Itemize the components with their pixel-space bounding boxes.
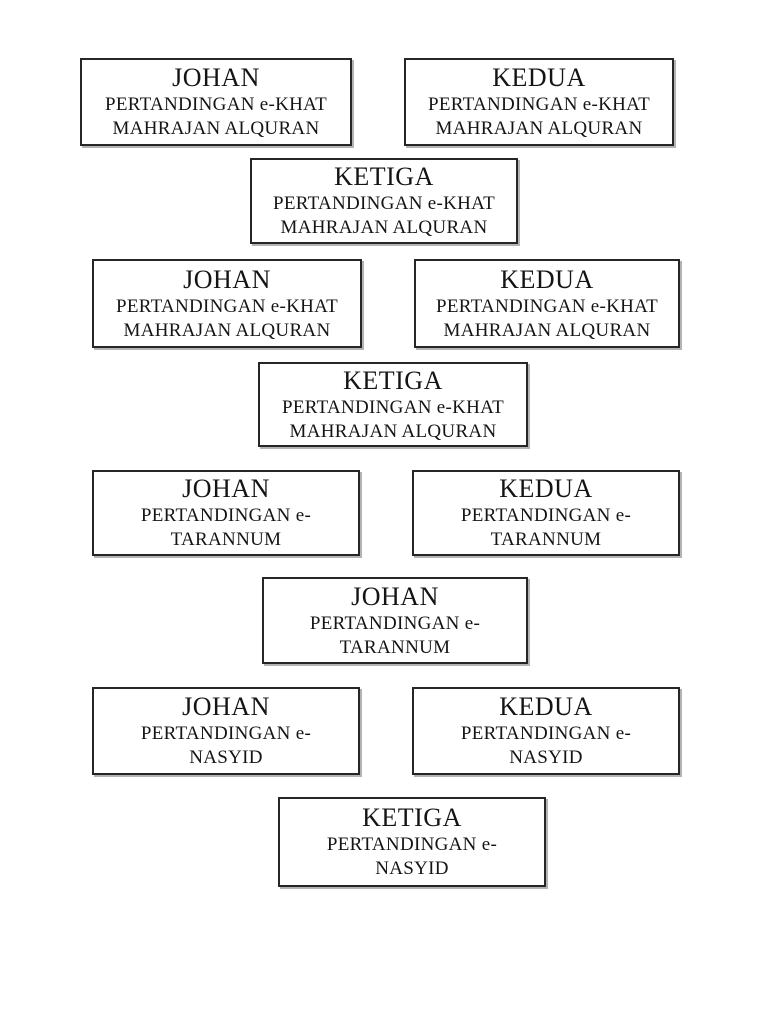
- award-rank-title: JOHAN: [351, 581, 439, 611]
- award-rank-title: KETIGA: [334, 162, 434, 191]
- award-competition-line: MAHRAJAN ALQURAN: [435, 118, 643, 139]
- award-competition-line: MAHRAJAN ALQURAN: [443, 319, 651, 341]
- award-competition-line: PERTANDINGAN e-KHAT: [104, 94, 328, 115]
- award-competition-line: PERTANDINGAN e-: [326, 834, 498, 855]
- award-competition-line: PERTANDINGAN e-KHAT: [427, 94, 651, 115]
- award-rank-title: KETIGA: [343, 365, 443, 395]
- award-rank-title: KEDUA: [499, 474, 593, 503]
- award-competition-line: MAHRAJAN ALQURAN: [123, 319, 331, 341]
- award-competition-line: PERTANDINGAN e-: [309, 612, 481, 634]
- award-competition-line: PERTANDINGAN e-: [460, 505, 632, 526]
- award-rank-title: JOHAN: [182, 474, 270, 503]
- award-competition-line: PERTANDINGAN e-: [460, 723, 632, 744]
- award-rank-title: JOHAN: [182, 692, 270, 721]
- award-competition-line: NASYID: [189, 747, 263, 768]
- award-competition-line: MAHRAJAN ALQURAN: [112, 118, 320, 139]
- award-competition-line: MAHRAJAN ALQURAN: [289, 420, 497, 442]
- award-competition-line: PERTANDINGAN e-KHAT: [272, 193, 496, 214]
- award-competition-line: PERTANDINGAN e-KHAT: [115, 295, 339, 317]
- award-rank-title: JOHAN: [183, 264, 271, 294]
- award-competition-line: PERTANDINGAN e-KHAT: [435, 295, 659, 317]
- award-rank-title: KEDUA: [500, 264, 594, 294]
- award-rank-title: KETIGA: [362, 803, 462, 832]
- award-competition-line: TARANNUM: [490, 529, 602, 550]
- award-rank-title: JOHAN: [172, 63, 260, 92]
- award-competition-line: NASYID: [509, 747, 583, 768]
- award-competition-line: MAHRAJAN ALQURAN: [280, 217, 488, 238]
- award-rank-title: KEDUA: [492, 63, 586, 92]
- award-competition-line: PERTANDINGAN e-KHAT: [281, 396, 505, 418]
- award-competition-line: PERTANDINGAN e-: [140, 505, 312, 526]
- award-competition-line: NASYID: [375, 858, 449, 879]
- award-competition-line: TARANNUM: [339, 636, 451, 658]
- award-competition-line: PERTANDINGAN e-: [140, 723, 312, 744]
- award-rank-title: KEDUA: [499, 692, 593, 721]
- award-competition-line: TARANNUM: [170, 529, 282, 550]
